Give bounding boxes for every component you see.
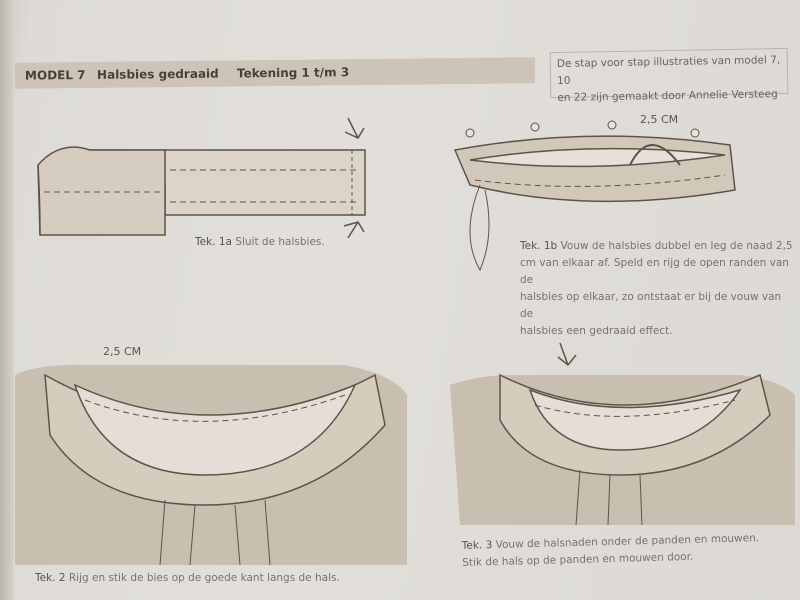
measurement-label: 2,5 CM — [640, 113, 678, 126]
page-edge — [0, 0, 14, 600]
caption-text: halsbies op elkaar, zo ontstaat er bij d… — [520, 291, 782, 320]
caption-3: Tek. 3 Vouw de halsnaden onder de panden… — [462, 530, 760, 572]
illustration-2: 2,5 CM — [15, 345, 407, 566]
caption-text: Vouw de halsbies dubbel en leg de naad 2… — [560, 240, 793, 252]
figure-label: Tek. 2 — [35, 572, 66, 584]
figure-label: Tek. 1b — [520, 240, 558, 252]
caption-text: cm van elkaar af. Speld en rijg de open … — [520, 257, 789, 286]
caption-text: Sluit de halsbies. — [235, 236, 325, 248]
model-label: MODEL 7 — [24, 67, 86, 83]
credit-box: De stap voor stap illustraties van model… — [549, 47, 789, 104]
caption-text: Rijg en stik de bies op de goede kant la… — [68, 572, 340, 584]
caption-2: Tek. 2 Rijg en stik de bies op de goede … — [35, 570, 340, 587]
credit-line: De stap voor stap illustraties van model… — [556, 54, 781, 87]
drawing-range: Tekening 1 t/m 3 — [236, 65, 350, 81]
figure-label: Tek. 3 — [461, 539, 493, 552]
section-title: Halsbies gedraaid — [96, 66, 219, 82]
caption-1b: Tek. 1b Vouw de halsbies dubbel en leg d… — [520, 238, 795, 340]
figure-label: Tek. 1a — [195, 236, 232, 248]
illustration-3 — [450, 342, 795, 526]
measurement-label: 2,5 CM — [103, 345, 141, 358]
credit-line: en 22 zijn gemaakt door Annelie Versteeg — [557, 88, 778, 104]
caption-text: halsbies een gedraaid effect. — [520, 325, 673, 337]
illustration-1a — [37, 117, 366, 239]
section-header: MODEL 7 Halsbies gedraaid Tekening 1 t/m… — [14, 57, 536, 89]
illustration-1b: 2,5 CM — [453, 113, 736, 272]
caption-1a: Tek. 1a Sluit de halsbies. — [195, 234, 325, 251]
